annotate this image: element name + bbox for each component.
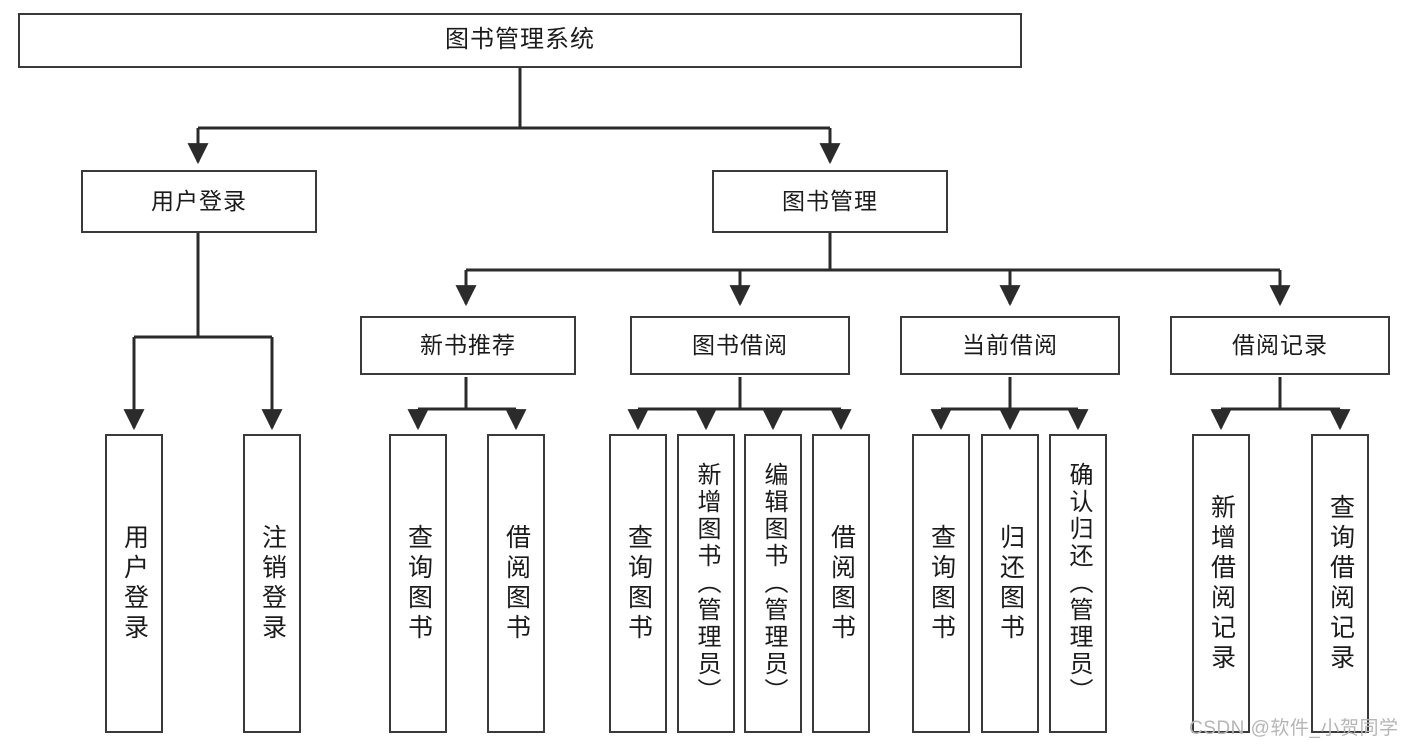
watermark: CSDN @软件_小贺同学 [1189, 718, 1399, 739]
leaf-edit-book-admin[interactable]: 编辑图书（管理员） [744, 434, 802, 733]
leaf-query-book-current[interactable]: 查询图书 [912, 434, 970, 733]
node-label: 查询图书 [927, 523, 956, 644]
node-label: 查询图书 [624, 523, 653, 644]
node-label: 图书借阅 [692, 331, 788, 358]
leaf-return-book[interactable]: 归还图书 [981, 434, 1039, 733]
node-label: 新书推荐 [420, 331, 516, 358]
leaf-query-book-recommend[interactable]: 查询图书 [389, 434, 447, 733]
node-new-book-recommend[interactable]: 新书推荐 [360, 316, 576, 375]
node-label: 新增借阅记录 [1207, 493, 1236, 674]
node-user-login[interactable]: 用户登录 [81, 170, 317, 233]
node-label: 用户登录 [151, 187, 247, 214]
leaf-query-borrow-record[interactable]: 查询借阅记录 [1311, 434, 1369, 733]
node-label: 当前借阅 [962, 331, 1058, 358]
node-label: 图书管理系统 [445, 26, 595, 54]
leaf-confirm-return-admin[interactable]: 确认归还（管理员） [1049, 434, 1107, 733]
leaf-borrow-book[interactable]: 借阅图书 [812, 434, 870, 733]
node-label: 注销登录 [258, 523, 287, 644]
node-label: 借阅图书 [502, 523, 531, 644]
node-current-borrow[interactable]: 当前借阅 [900, 316, 1120, 375]
leaf-logout[interactable]: 注销登录 [243, 434, 301, 733]
leaf-add-book-admin[interactable]: 新增图书（管理员） [677, 434, 735, 733]
leaf-user-login[interactable]: 用户登录 [105, 434, 163, 733]
node-borrow-record[interactable]: 借阅记录 [1170, 316, 1390, 375]
leaf-add-borrow-record[interactable]: 新增借阅记录 [1192, 434, 1250, 733]
node-book-borrow[interactable]: 图书借阅 [630, 316, 850, 375]
node-label: 图书管理 [782, 187, 878, 214]
leaf-borrow-book-recommend[interactable]: 借阅图书 [487, 434, 545, 733]
node-label: 用户登录 [120, 523, 149, 644]
node-label: 查询借阅记录 [1326, 493, 1355, 674]
node-label: 新增图书（管理员） [693, 462, 720, 705]
node-label: 编辑图书（管理员） [760, 462, 787, 705]
leaf-query-book-borrow[interactable]: 查询图书 [609, 434, 667, 733]
node-root-book-management-system[interactable]: 图书管理系统 [18, 13, 1022, 68]
node-book-management[interactable]: 图书管理 [712, 170, 948, 233]
node-label: 借阅图书 [827, 523, 856, 644]
node-label: 查询图书 [404, 523, 433, 644]
node-label: 借阅记录 [1232, 331, 1328, 358]
node-label: 确认归还（管理员） [1065, 462, 1092, 705]
node-label: 归还图书 [996, 523, 1025, 644]
